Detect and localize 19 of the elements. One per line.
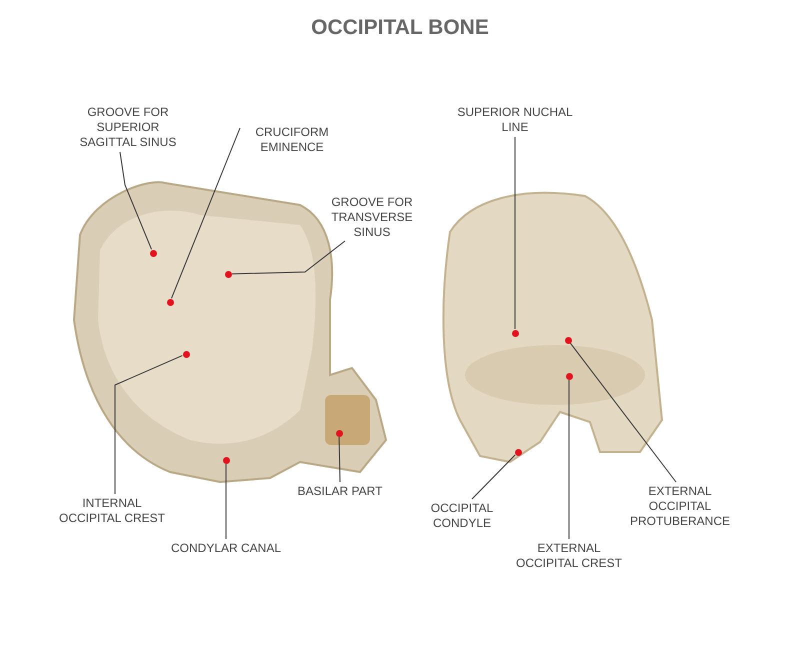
leader-line (114, 355, 183, 494)
leader-line (570, 342, 676, 482)
part-label: OCCIPITAL CONDYLE (402, 501, 522, 531)
part-label: GROOVE FOR TRANSVERSE SINUS (312, 195, 432, 240)
leader-line (120, 152, 152, 250)
leader-line (232, 240, 346, 274)
part-label: BASILAR PART (280, 484, 400, 499)
part-label: CRUCIFORM EMINENCE (232, 125, 352, 155)
leader-line (514, 136, 516, 330)
part-label: CONDYLAR CANAL (166, 541, 286, 556)
leader-line (171, 128, 240, 299)
diagram-title: OCCIPITAL BONE (310, 16, 490, 40)
part-label: SUPERIOR NUCHAL LINE (455, 105, 575, 135)
part-label: EXTERNAL OCCIPITAL PROTUBERANCE (620, 484, 740, 529)
part-label: GROOVE FOR SUPERIOR SAGITTAL SINUS (68, 105, 188, 150)
leader-line (472, 454, 516, 500)
part-label: EXTERNAL OCCIPITAL CREST (509, 541, 629, 571)
part-label: INTERNAL OCCIPITAL CREST (52, 496, 172, 526)
leader-line (568, 380, 570, 540)
